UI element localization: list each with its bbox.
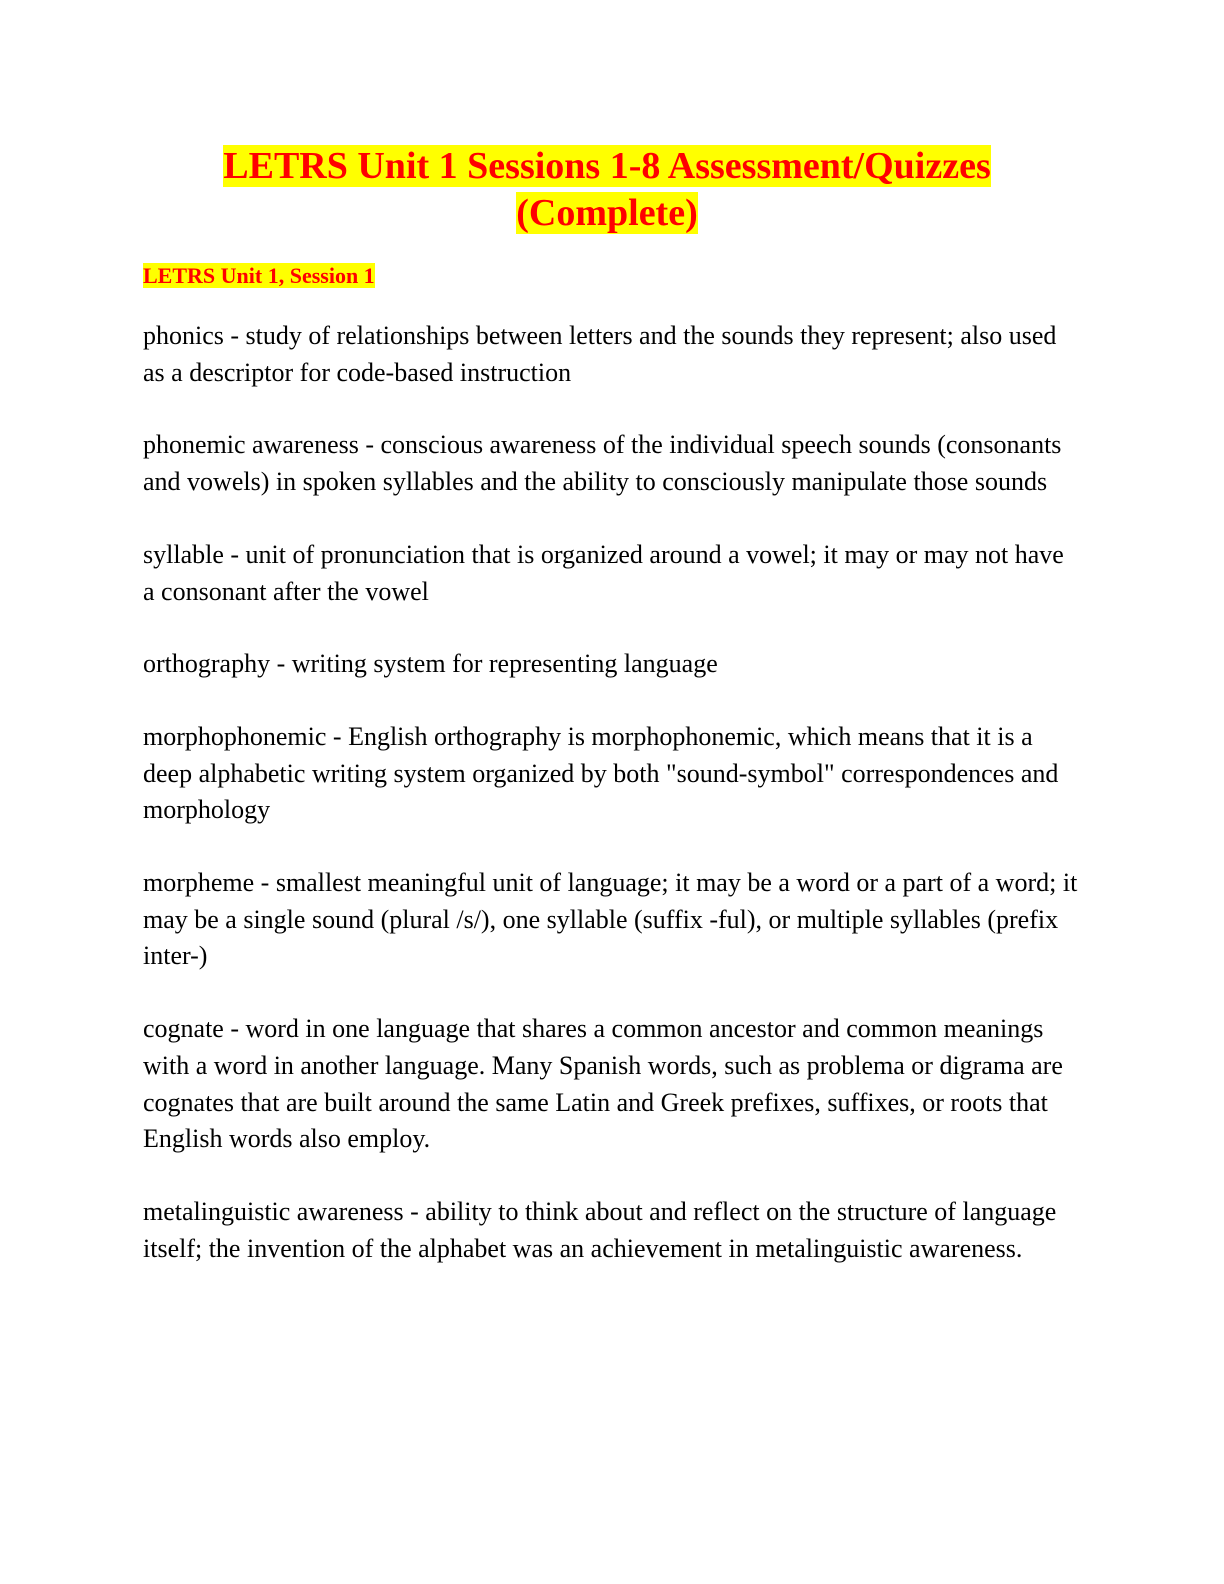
document-title-text: LETRS Unit 1 Sessions 1-8 Assessment/Qui… [223, 145, 991, 234]
session-heading-text: LETRS Unit 1, Session 1 [143, 263, 375, 288]
session-heading: LETRS Unit 1, Session 1 [143, 262, 375, 289]
definition-entry-orthography: orthography - writing system for represe… [143, 649, 718, 679]
definition-list: phonics - study of relationships between… [143, 318, 1078, 1303]
definition-entry-phonemic-awareness: phonemic awareness - conscious awareness… [143, 430, 1062, 497]
definition-entry-morpheme: morpheme - smallest meaningful unit of l… [143, 868, 1078, 971]
definition-entry-syllable: syllable - unit of pronunciation that is… [143, 539, 1064, 606]
definition-entry-morphophonemic: morphophonemic - English orthography is … [143, 721, 1059, 825]
definition-entry-cognate: cognate - word in one language that shar… [143, 1014, 1063, 1154]
document-title: LETRS Unit 1 Sessions 1-8 Assessment/Qui… [143, 143, 1071, 237]
definition-entry-phonics: phonics - study of relationships between… [143, 321, 1057, 387]
definition-entry-metalinguistic-awareness: metalinguistic awareness - ability to th… [143, 1196, 1057, 1263]
